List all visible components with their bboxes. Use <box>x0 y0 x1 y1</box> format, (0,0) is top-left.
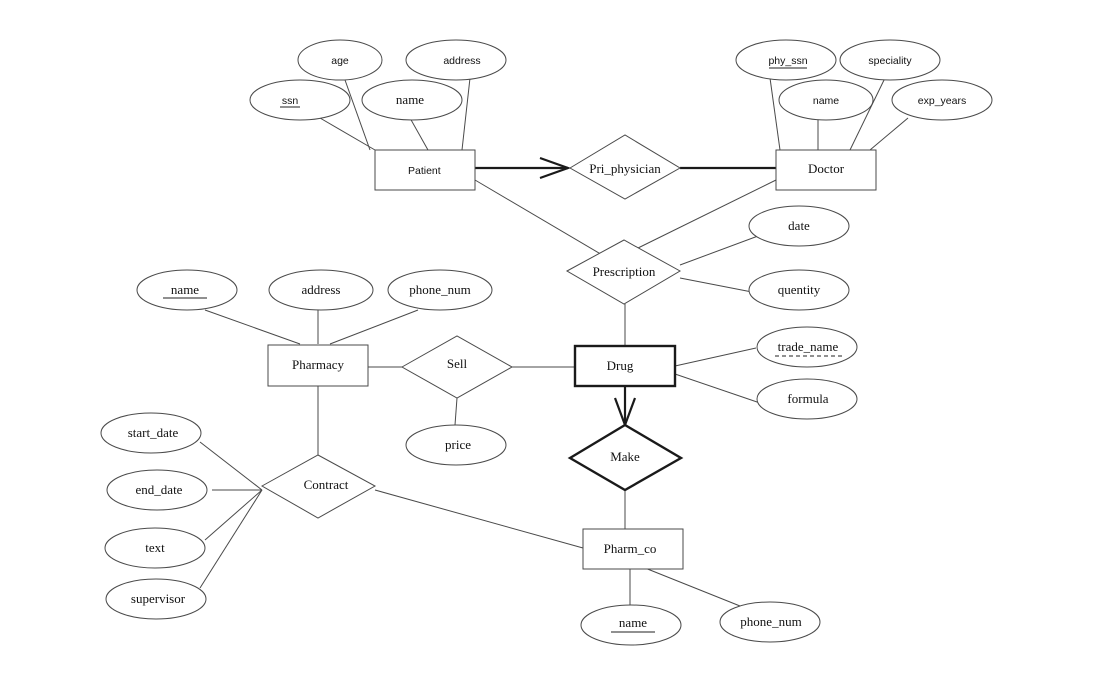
svg-text:end_date: end_date <box>136 482 183 497</box>
svg-text:speciality: speciality <box>868 55 912 67</box>
svg-text:text: text <box>145 540 165 555</box>
attribute-quantity: quentity <box>748 269 850 311</box>
svg-text:phy_ssn: phy_ssn <box>768 55 807 67</box>
svg-text:phone_num: phone_num <box>409 282 470 297</box>
svg-text:price: price <box>445 437 471 452</box>
svg-text:name: name <box>396 92 424 107</box>
entity-label: Drug <box>607 358 634 373</box>
relationship-contract: Contract <box>260 454 377 519</box>
svg-text:address: address <box>302 282 341 297</box>
relationship-label: Make <box>610 449 640 464</box>
attribute-name-key: name <box>136 269 238 311</box>
attribute-text: text <box>104 527 206 569</box>
svg-text:trade_name: trade_name <box>778 339 839 354</box>
attribute-name-key: name <box>580 604 682 646</box>
attribute-phy-ssn-key: phy_ssn <box>735 39 837 81</box>
attribute-end-date: end_date <box>106 469 208 511</box>
svg-text:address: address <box>443 55 480 67</box>
connectors <box>199 77 909 607</box>
attribute-exp-years: exp_years <box>891 79 993 121</box>
attribute-age: age <box>297 39 383 81</box>
svg-text:name: name <box>813 95 839 107</box>
attribute-address: address <box>405 39 507 81</box>
entity-patient: Patient <box>374 149 476 191</box>
relationship-label: Prescription <box>593 264 656 279</box>
attribute-formula: formula <box>756 378 858 420</box>
svg-text:supervisor: supervisor <box>131 591 186 606</box>
svg-text:phone_num: phone_num <box>740 614 801 629</box>
entity-drug: Drug <box>573 344 677 388</box>
attribute-trade-name-partial-key: trade_name <box>756 326 858 368</box>
entity-label: Pharmacy <box>292 357 344 372</box>
relationship-make: Make <box>567 423 684 492</box>
svg-text:formula: formula <box>787 391 828 406</box>
svg-text:exp_years: exp_years <box>918 95 966 107</box>
entity-doctor: Doctor <box>775 149 877 191</box>
relationship-sell: Sell <box>400 335 514 399</box>
svg-text:name: name <box>171 282 199 297</box>
svg-text:date: date <box>788 218 810 233</box>
svg-text:start_date: start_date <box>128 425 179 440</box>
attribute-address: address <box>268 269 374 311</box>
entity-pharm-co: Pharm_co <box>582 528 684 570</box>
relationship-label: Contract <box>304 477 349 492</box>
relationship-label: Sell <box>447 356 468 371</box>
svg-text:age: age <box>331 55 349 67</box>
entity-label: Pharm_co <box>604 541 657 556</box>
svg-text:name: name <box>619 615 647 630</box>
entity-label: Patient <box>408 165 441 177</box>
attribute-ssn-key: ssn <box>249 79 351 121</box>
relationship-label: Pri_physician <box>589 161 661 176</box>
attribute-name: name <box>361 79 463 121</box>
attribute-speciality: speciality <box>839 39 941 81</box>
attribute-price: price <box>405 424 507 466</box>
attribute-start-date: start_date <box>100 412 202 454</box>
svg-text:quentity: quentity <box>778 282 821 297</box>
relationship-pri-physician: Pri_physician <box>569 134 681 200</box>
attribute-phone-num: phone_num <box>387 269 493 311</box>
attribute-supervisor: supervisor <box>105 578 207 620</box>
svg-text:ssn: ssn <box>282 95 299 107</box>
attribute-name: name <box>778 79 874 121</box>
attribute-phone-num: phone_num <box>719 601 821 643</box>
entity-pharmacy: Pharmacy <box>267 344 369 387</box>
entity-label: Doctor <box>808 161 845 176</box>
relationship-prescription: Prescription <box>565 239 682 305</box>
attribute-date: date <box>748 205 850 247</box>
